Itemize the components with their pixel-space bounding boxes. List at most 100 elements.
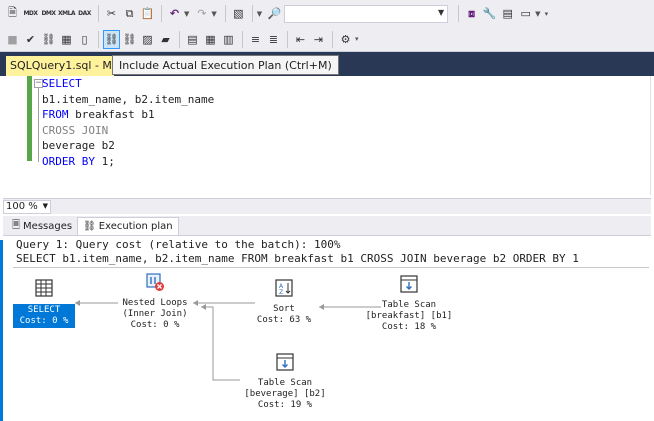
node-subtitle: [breakfast] [b1] xyxy=(365,311,453,321)
paste-icon[interactable]: 📋 xyxy=(140,7,155,20)
query-options-icon[interactable]: ▯ xyxy=(81,32,88,46)
chevron-down-icon: ▼ xyxy=(438,7,445,17)
table-scan-icon xyxy=(276,353,294,371)
parse-check-icon[interactable]: ✔ xyxy=(25,32,36,46)
tab-messages[interactable]: 🗏 Messages xyxy=(7,217,77,235)
node-cost: Cost: 63 % xyxy=(256,315,312,325)
query-designer-icon[interactable]: ▦ xyxy=(61,32,72,46)
execution-plan-pane[interactable]: Query 1: Query cost (relative to the bat… xyxy=(3,235,651,418)
find-icon[interactable]: 🔎 xyxy=(267,7,282,20)
plan-node-sort[interactable]: A Z Sort Cost: 63 % xyxy=(249,278,319,326)
xmla-query-icon[interactable]: XMLA xyxy=(57,10,76,17)
increase-indent-icon[interactable]: ⇥ xyxy=(313,32,324,46)
new-query-icon[interactable]: 🗎 xyxy=(8,6,17,19)
node-cost: Cost: 0 % xyxy=(19,316,69,326)
code-text: 1; xyxy=(94,154,115,168)
window-icon[interactable]: ▭ xyxy=(520,7,531,20)
cut-icon[interactable]: ✂ xyxy=(106,7,117,20)
copy-icon[interactable]: ⧉ xyxy=(125,6,134,20)
query-text: SELECT b1.item_name, b2.item_name FROM b… xyxy=(16,252,579,265)
undo-dropdown-icon[interactable]: ▼ xyxy=(184,9,190,18)
customize-toolbar-icon[interactable]: ▾ xyxy=(355,35,359,43)
toolbar-separator xyxy=(98,5,99,22)
select-operator-icon xyxy=(35,279,53,297)
display-estimated-plan-icon[interactable]: ⛓ xyxy=(41,32,56,46)
solution-explorer-icon[interactable]: ⧈ xyxy=(468,6,476,20)
keyword: ORDER BY xyxy=(42,154,95,168)
plan-node-table-scan-beverage[interactable]: Table Scan [beverage] [b2] Cost: 19 % xyxy=(235,352,335,411)
activity-monitor-icon[interactable]: ▧ xyxy=(233,7,244,20)
node-cost: Cost: 0 % xyxy=(130,320,180,330)
collapse-icon[interactable]: − xyxy=(34,78,43,88)
svg-text:Z: Z xyxy=(279,289,283,296)
code-line: CROSS JOIN xyxy=(42,123,214,139)
splitter-bar xyxy=(0,240,3,421)
toolbar-separator xyxy=(251,5,253,22)
tooltip: Include Actual Execution Plan (Ctrl+M) xyxy=(112,55,339,75)
uncomment-icon[interactable]: ≣ xyxy=(268,32,279,46)
undo-icon[interactable]: ↶ xyxy=(169,7,180,20)
toolbar-separator xyxy=(98,30,99,48)
code-text: breakfast b1 xyxy=(68,108,155,121)
properties-wrench-icon[interactable]: 🔧 xyxy=(482,7,497,20)
dmx-query-icon[interactable]: DMX xyxy=(41,10,56,17)
results-tab-strip: 🗏 Messages ⛓ Execution plan xyxy=(3,216,651,235)
editor-status-bar: 100 % ▼ xyxy=(3,198,651,214)
redo-icon[interactable]: ↷ xyxy=(197,7,207,20)
selected-node-label: SELECT Cost: 0 % xyxy=(13,304,75,328)
results-to-text-icon[interactable]: ▤ xyxy=(187,32,198,46)
plan-node-nested-loops[interactable]: Nested Loops (Inner Join) Cost: 0 % xyxy=(109,272,201,331)
execution-plan-icon: ⛓ xyxy=(83,221,96,232)
window-dropdown-icon[interactable]: ▼ xyxy=(535,9,541,18)
plan-node-table-scan-breakfast[interactable]: Table Scan [breakfast] [b1] Cost: 18 % xyxy=(359,274,459,333)
code-area[interactable]: SELECT b1.item_name, b2.item_name FROM b… xyxy=(42,76,214,169)
mdx-query-icon[interactable]: MDX xyxy=(23,10,38,17)
zoom-select[interactable]: 100 % ▼ xyxy=(3,199,51,214)
toolbar-separator xyxy=(179,30,180,48)
results-to-grid-icon[interactable]: ▦ xyxy=(205,32,216,46)
sql-editor-toolbar: ■ ✔ ⛓ ▦ ▯ ⛓ ⛓ ▨ ▰ ▤ ▦ ▥ ≡ ≣ ⇤ ⇥ ⚙ ▾ xyxy=(0,27,654,52)
results-to-file-icon[interactable]: ▥ xyxy=(223,32,234,46)
node-cost: Cost: 19 % xyxy=(257,400,313,410)
dax-query-icon[interactable]: DAX xyxy=(78,10,91,17)
nested-loops-icon xyxy=(146,273,164,291)
zoom-value: 100 % xyxy=(6,201,38,212)
node-subtitle: (Inner Join) xyxy=(122,309,188,319)
table-scan-icon xyxy=(400,275,418,293)
dropdown-icon[interactable]: ▼ xyxy=(256,9,263,18)
code-text: beverage b2 xyxy=(42,139,115,152)
tab-sqlquery1[interactable]: SQLQuery1.sql - MY... xyxy=(6,56,114,76)
code-line: SELECT xyxy=(42,76,214,92)
divider xyxy=(13,267,649,268)
node-name: Table Scan xyxy=(381,300,437,310)
sort-icon: A Z xyxy=(275,279,293,297)
toolbar-separator xyxy=(287,30,288,48)
node-name: Nested Loops xyxy=(122,298,188,308)
find-combo[interactable]: ▼ xyxy=(284,4,449,23)
customize-toolbar-icon[interactable]: ▾ xyxy=(544,9,549,18)
redo-dropdown-icon[interactable]: ▼ xyxy=(211,9,217,18)
toolbar-separator xyxy=(332,30,333,48)
sqlcmd-mode-icon[interactable]: ▰ xyxy=(161,32,170,46)
node-name: Table Scan xyxy=(257,378,313,388)
plan-node-select[interactable]: SELECT Cost: 0 % xyxy=(13,278,75,328)
include-actual-execution-plan-icon[interactable]: ⛓ xyxy=(103,29,120,49)
tab-label: Execution plan xyxy=(98,221,173,232)
messages-icon: 🗏 xyxy=(12,219,21,231)
comment-out-icon[interactable]: ≡ xyxy=(250,32,261,46)
keyword: SELECT xyxy=(42,77,82,90)
toolbar-separator xyxy=(224,5,226,22)
toolbox-icon[interactable]: ▤ xyxy=(502,7,513,20)
specify-template-values-icon[interactable]: ⚙ xyxy=(340,32,351,46)
query-cost-text: Query 1: Query cost (relative to the bat… xyxy=(16,238,341,251)
decrease-indent-icon[interactable]: ⇤ xyxy=(295,32,306,46)
toolbar-separator xyxy=(242,30,243,48)
tab-execution-plan[interactable]: ⛓ Execution plan xyxy=(77,217,179,235)
live-query-statistics-icon[interactable]: ⛓ xyxy=(122,32,137,46)
change-indicator-bar xyxy=(27,76,32,161)
cancel-query-icon[interactable]: ■ xyxy=(7,32,18,46)
toolbar-separator xyxy=(161,5,162,22)
query-editor[interactable]: − SELECT b1.item_name, b2.item_name FROM… xyxy=(3,76,651,195)
code-line: ORDER BY 1; xyxy=(42,154,214,170)
client-statistics-icon[interactable]: ▨ xyxy=(142,32,153,46)
